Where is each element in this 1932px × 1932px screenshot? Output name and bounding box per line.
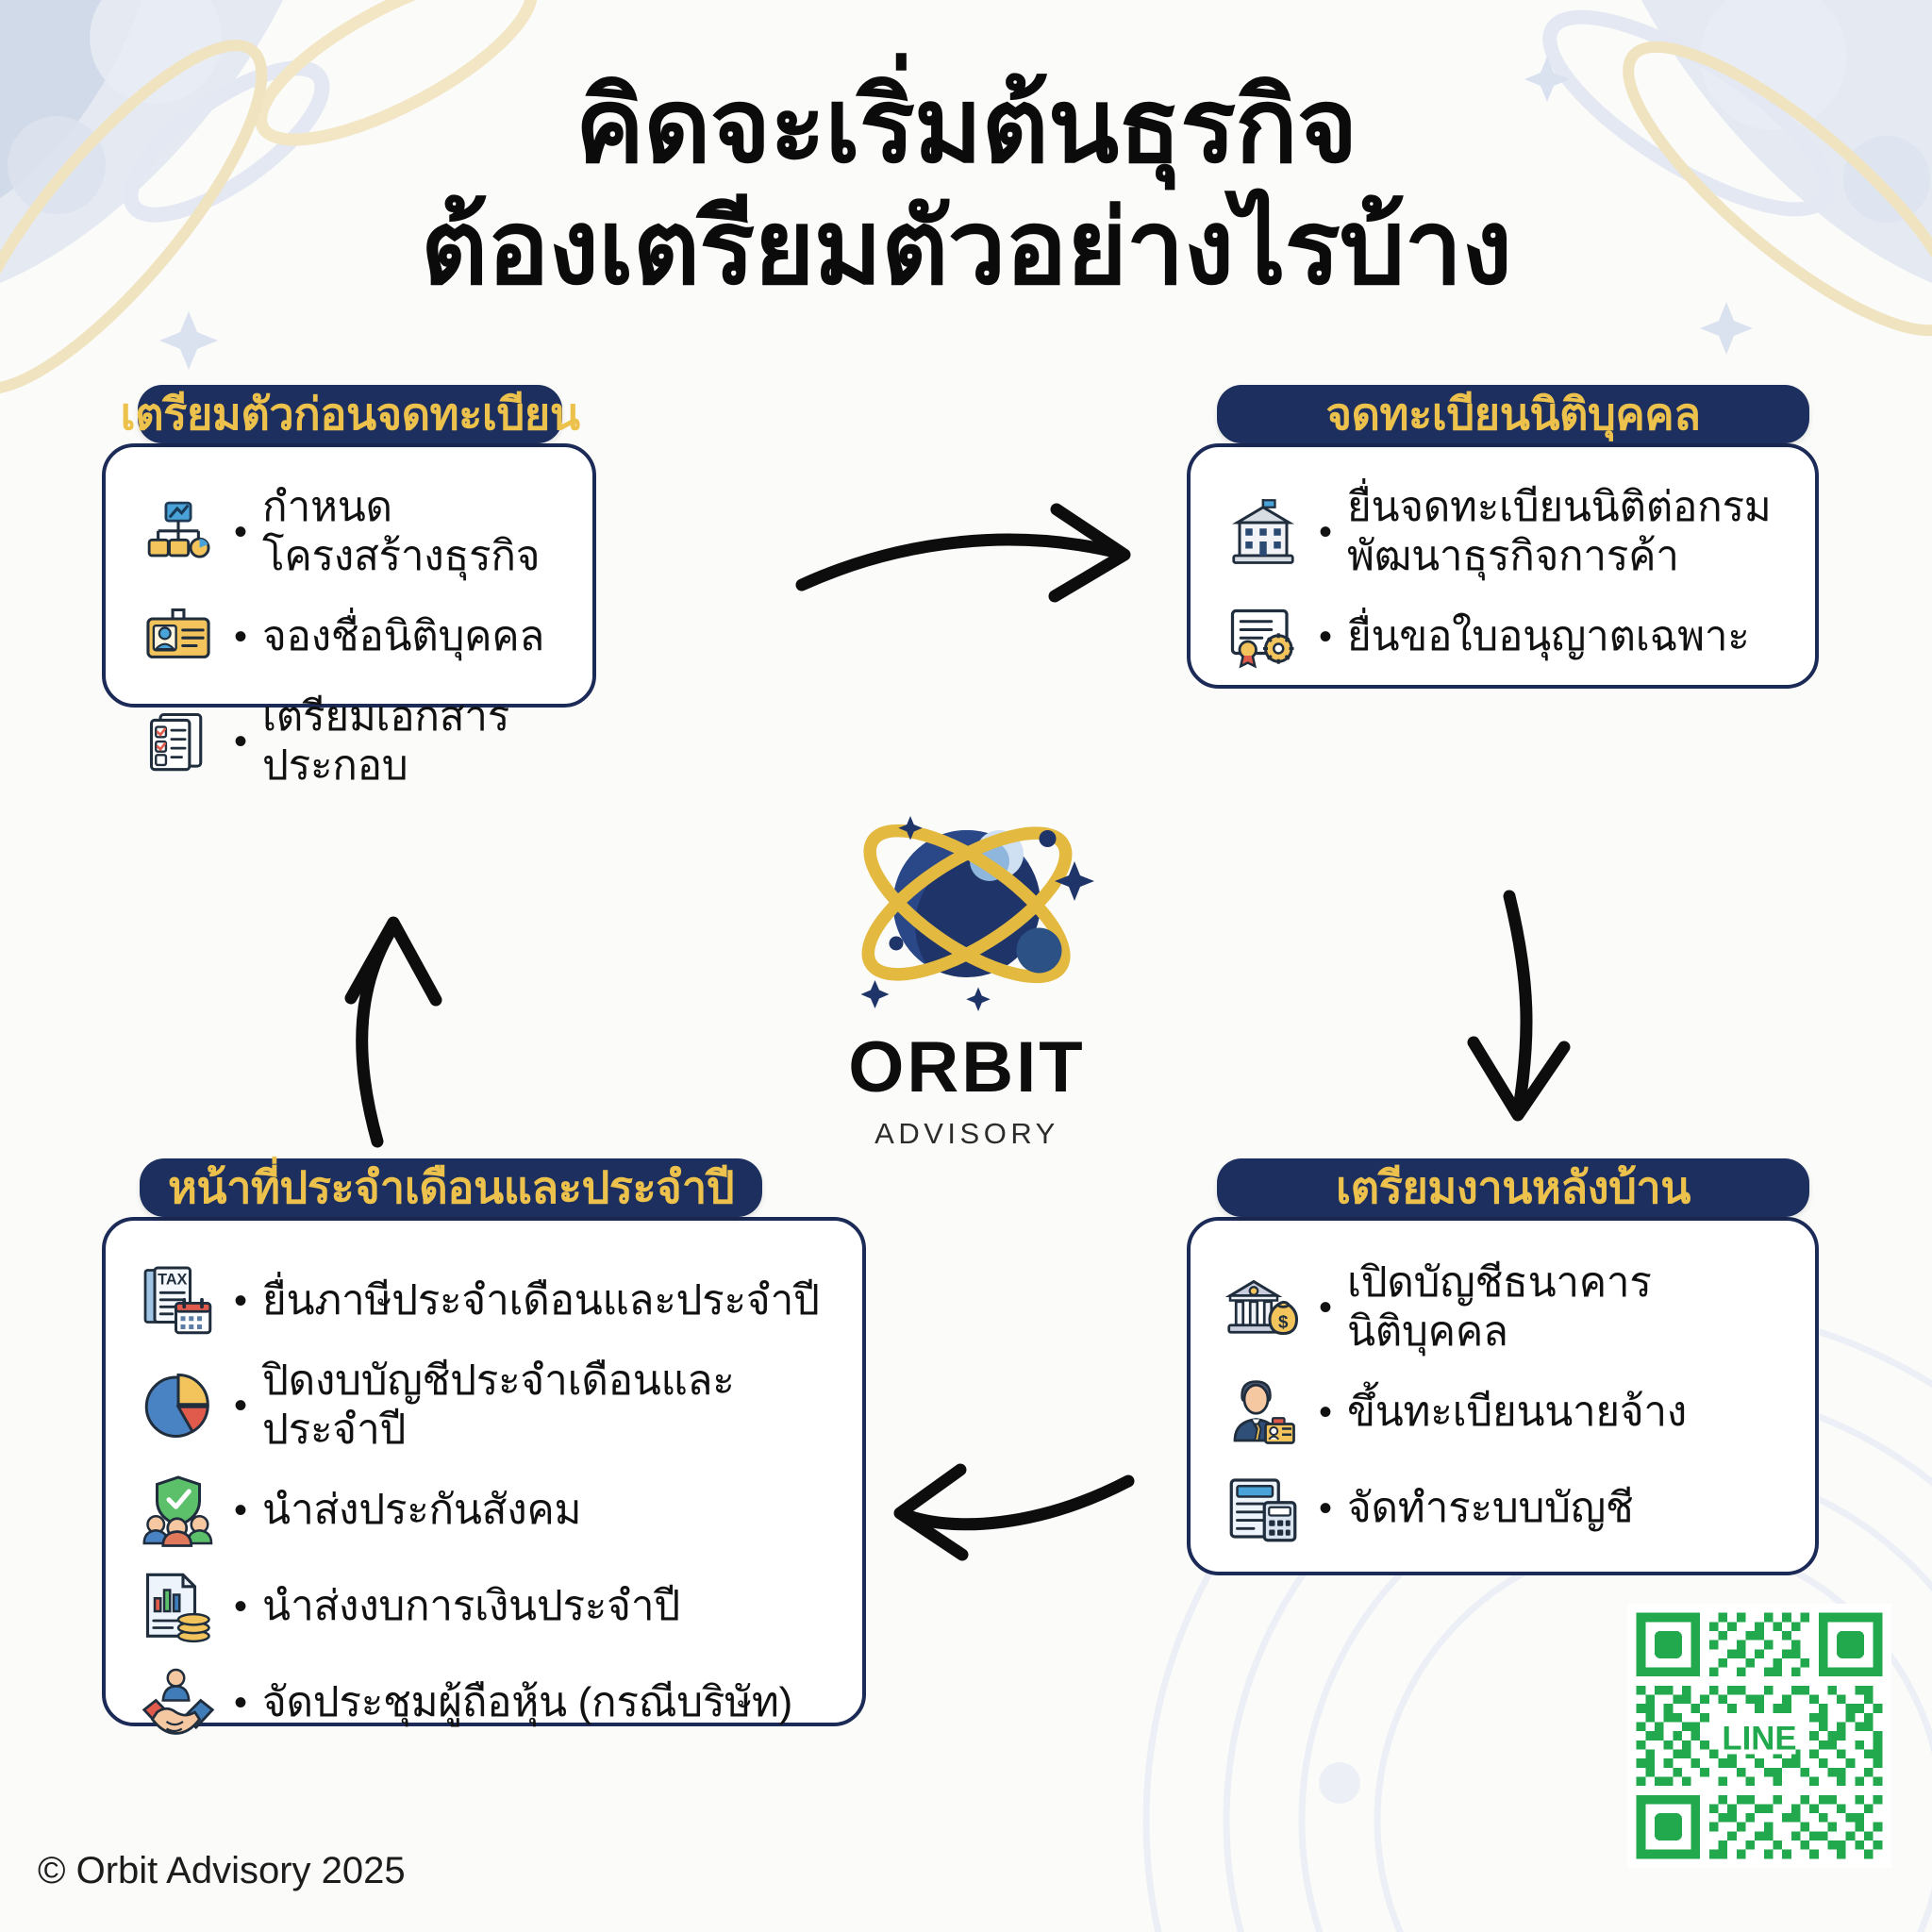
bullet-dot: • <box>1318 1286 1332 1328</box>
handshake-meeting-icon <box>138 1662 219 1743</box>
list-item: • นำส่งประกันสังคม <box>138 1470 836 1551</box>
card-prepare-before-registration: • กำหนดโครงสร้างธุรกิจ • จองชื่อนิติบุคค… <box>102 443 596 789</box>
list-item: • นำส่งงบการเงินประจำปี <box>138 1566 836 1647</box>
accounting-calc-icon <box>1223 1468 1304 1549</box>
list-item: • ยื่นขอใบอนุญาตเฉพาะ <box>1223 596 1789 677</box>
list-item-label: ยื่นภาษีประจำเดือนและประจำปี <box>262 1277 820 1324</box>
bank-money-bag-icon: $ <box>1223 1267 1304 1348</box>
orbit-planet-icon <box>860 816 1094 1011</box>
list-item: • จัดประชุมผู้ถือหุ้น (กรณีบริษัท) <box>138 1662 836 1743</box>
bullet-dot: • <box>233 510 247 553</box>
card-body: • ยื่นจดทะเบียนนิติต่อกรมพัฒนาธุรกิจการค… <box>1191 483 1815 692</box>
brand-name: ORBIT <box>848 1027 1086 1108</box>
bullet-dot: • <box>233 1681 247 1724</box>
bullet-dot: • <box>233 1585 247 1627</box>
copyright-text: © Orbit Advisory 2025 <box>38 1850 406 1891</box>
card-body: • กำหนดโครงสร้างธุรกิจ • จองชื่อนิติบุคค… <box>106 483 592 806</box>
social-security-icon <box>138 1470 219 1551</box>
line-qr-code[interactable]: LINE <box>1627 1604 1891 1868</box>
list-item-label: เปิดบัญชีธนาคารนิติบุคคล <box>1347 1259 1652 1355</box>
bullet-dot: • <box>233 615 247 658</box>
bullet-dot: • <box>1318 1391 1332 1433</box>
list-item-label: นำส่งงบการเงินประจำปี <box>262 1582 680 1629</box>
list-item: • ปิดงบบัญชีประจำเดือนและประจำปี <box>138 1357 836 1455</box>
arrow-step3-to-step4 <box>899 1474 1135 1531</box>
title-line-1: คิดจะเริ่มต้นธุรกิจ <box>575 68 1358 184</box>
list-item-label: ยื่นขอใบอนุญาตเฉพาะ <box>1347 612 1750 659</box>
government-building-icon <box>1223 491 1304 573</box>
card-back-office-setup: $ • เปิดบัญชีธนาคารนิติบุคคล <box>1187 1217 1819 1575</box>
list-item-label: จัดทำระบบบัญชี <box>1347 1484 1634 1531</box>
bullet-dot: • <box>233 720 247 762</box>
qr-line-label: LINE <box>1722 1721 1796 1757</box>
employer-badge-icon <box>1223 1372 1304 1453</box>
list-item: • จองชื่อนิติบุคคล <box>138 596 566 677</box>
list-item: • จัดทำระบบบัญชี <box>1223 1468 1789 1549</box>
list-item: TAX • ยื่นภาษีประจำเดือนและประจำปี <box>138 1260 836 1341</box>
list-item-label: นำส่งประกันสังคม <box>262 1486 582 1533</box>
list-item: • กำหนดโครงสร้างธุรกิจ <box>138 483 566 581</box>
bullet-dot: • <box>1318 615 1332 658</box>
card-header-monthly-annual-duties: หน้าที่ประจำเดือนและประจำปี <box>140 1158 762 1217</box>
pie-chart-icon <box>138 1365 219 1446</box>
svg-text:TAX: TAX <box>158 1272 187 1289</box>
bullet-dot: • <box>1318 510 1332 553</box>
list-item: $ • เปิดบัญชีธนาคารนิติบุคคล <box>1223 1258 1789 1357</box>
list-item: • ขึ้นทะเบียนนายจ้าง <box>1223 1372 1789 1453</box>
list-item: • ยื่นจดทะเบียนนิติต่อกรมพัฒนาธุรกิจการค… <box>1223 483 1789 581</box>
arrow-step4-to-step1 <box>356 923 398 1148</box>
arrow-step2-to-step3 <box>1503 890 1533 1115</box>
bullet-dot: • <box>233 1384 247 1426</box>
brand-logo: ORBIT ADVISORY <box>797 774 1137 1189</box>
bullet-dot: • <box>233 1489 247 1531</box>
bullet-dot: • <box>233 1280 247 1322</box>
svg-text:$: $ <box>1278 1311 1289 1331</box>
bullet-dot: • <box>1318 1487 1332 1529</box>
id-card-icon <box>138 596 219 677</box>
list-item-label: เตรียมเอกสารประกอบ <box>262 692 510 789</box>
documents-check-icon <box>138 701 219 782</box>
title-line-2: ต้องเตรียมตัวอย่างไรบ้าง <box>420 190 1512 307</box>
card-register-juristic-person: • ยื่นจดทะเบียนนิติต่อกรมพัฒนาธุรกิจการค… <box>1187 443 1819 689</box>
list-item-label: ปิดงบบัญชีประจำเดือนและประจำปี <box>262 1357 735 1453</box>
page-title: คิดจะเริ่มต้นธุรกิจ ต้องเตรียมตัวอย่างไร… <box>0 68 1932 306</box>
list-item: • เตรียมเอกสารประกอบ <box>138 692 566 791</box>
card-header-prepare-before-registration: เตรียมตัวก่อนจดทะเบียน <box>121 385 580 443</box>
financial-report-icon <box>138 1566 219 1647</box>
brand-subtitle: ADVISORY <box>874 1117 1059 1150</box>
card-header-register-juristic-person: จดทะเบียนนิติบุคคล <box>1217 385 1809 443</box>
card-header-back-office-setup: เตรียมงานหลังบ้าน <box>1217 1158 1809 1217</box>
list-item-label: กำหนดโครงสร้างธุรกิจ <box>262 484 541 579</box>
card-body: $ • เปิดบัญชีธนาคารนิติบุคคล <box>1191 1258 1815 1564</box>
list-item-label: ยื่นจดทะเบียนนิติต่อกรมพัฒนาธุรกิจการค้า <box>1347 484 1772 579</box>
list-item-label: ขึ้นทะเบียนนายจ้าง <box>1347 1388 1687 1435</box>
arrow-step1-to-step2 <box>795 533 1125 591</box>
card-body: TAX • ยื่นภาษีประจำเดือนและประจำปี <box>106 1260 862 1758</box>
tax-calendar-icon: TAX <box>138 1260 219 1341</box>
list-item-label: จัดประชุมผู้ถือหุ้น (กรณีบริษัท) <box>262 1678 792 1725</box>
org-chart-icon <box>138 491 219 573</box>
certificate-gear-icon <box>1223 596 1304 677</box>
card-monthly-annual-duties: TAX • ยื่นภาษีประจำเดือนและประจำปี <box>102 1217 866 1735</box>
list-item-label: จองชื่อนิติบุคคล <box>262 612 545 659</box>
